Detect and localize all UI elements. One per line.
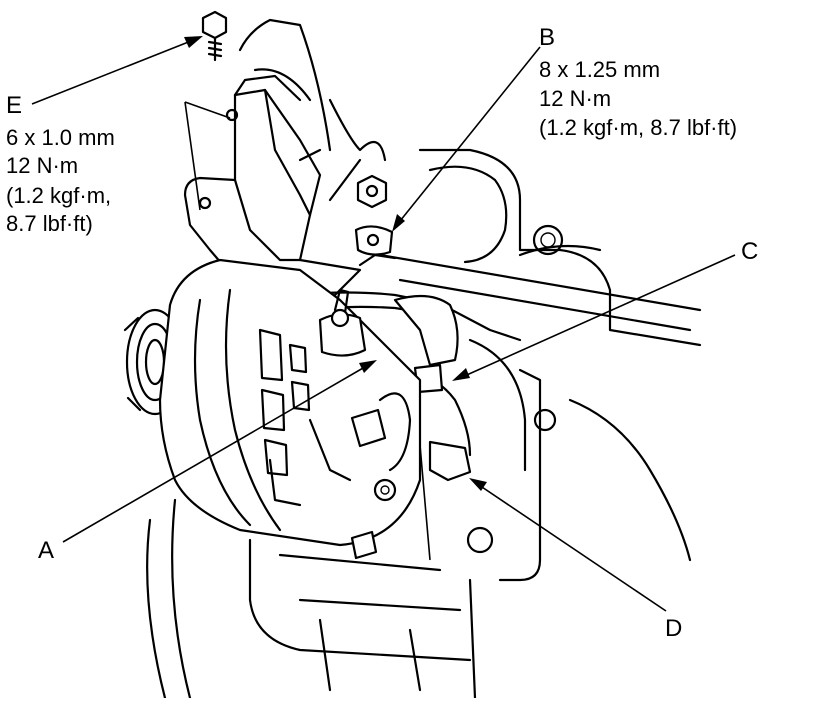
callout-e-spec-2: 12 N·m	[6, 153, 78, 178]
callout-b-spec-1: 8 x 1.25 mm	[539, 57, 660, 82]
leader-d	[475, 482, 667, 612]
callout-e-label: E 6 x 1.0 mm 12 N·m (1.2 kgf·m, 8.7 lbf·…	[6, 92, 115, 236]
callout-e-letter: E	[6, 92, 22, 119]
callout-b-spec-3: (1.2 kgf·m, 8.7 lbf·ft)	[539, 115, 737, 140]
callout-e-spec-1: 6 x 1.0 mm	[6, 125, 115, 150]
alternator	[123, 258, 422, 560]
leader-e-bracket-2	[184, 101, 231, 119]
callout-e-spec-4: 8.7 lbf·ft)	[6, 211, 93, 236]
callout-d-letter: D	[665, 615, 682, 642]
leader-d-bracket	[419, 444, 431, 561]
leader-a	[62, 363, 371, 543]
callout-a-letter: A	[38, 537, 54, 564]
callout-c-letter: C	[741, 238, 758, 265]
leader-e-bracket-1	[184, 101, 201, 211]
callout-e-spec-3: (1.2 kgf·m,	[6, 183, 111, 208]
wire-harness	[293, 253, 522, 482]
leader-c	[459, 254, 736, 379]
callout-b-letter: B	[539, 24, 555, 51]
engine-block	[146, 18, 702, 700]
leader-e-bolt	[31, 38, 197, 105]
nut-b-icon	[354, 174, 394, 256]
leader-b	[395, 46, 541, 227]
callout-leaders	[31, 36, 736, 612]
callout-b-spec-2: 12 N·m	[539, 86, 611, 111]
bolt-e-icon	[201, 10, 228, 62]
callout-b-label: B 8 x 1.25 mm 12 N·m (1.2 kgf·m, 8.7 lbf…	[539, 24, 737, 140]
